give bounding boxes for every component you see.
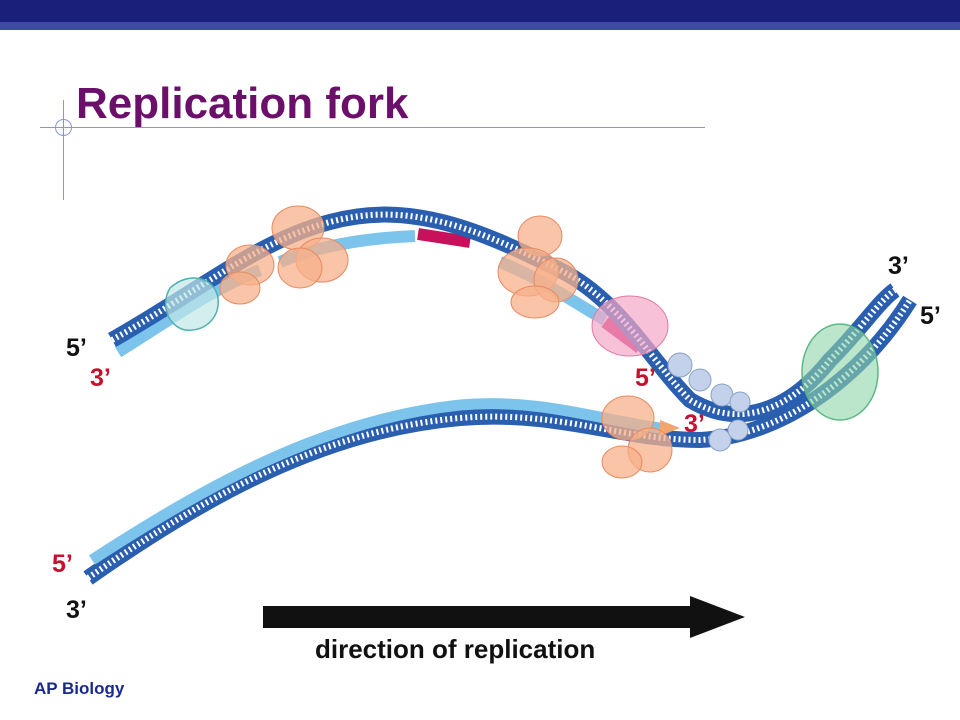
label-lagging-left: 3’: [90, 364, 111, 392]
dna-polymerase-leading: [601, 395, 673, 479]
label-leading-start: 5’: [52, 550, 73, 578]
dna-ligase: [164, 277, 219, 331]
label-parent-top-left: 5’: [66, 334, 87, 362]
helicase: [801, 323, 879, 421]
label-lagging-okazaki: 5’: [635, 364, 656, 392]
slide-title: Replication fork: [76, 79, 409, 128]
direction-caption: direction of replication: [315, 634, 596, 664]
single-strand-binding-proteins: [667, 352, 751, 452]
decor-vertical-line: [63, 100, 64, 200]
leading-parent-strand: [83, 295, 917, 585]
label-leading-tip: 3’: [684, 410, 705, 438]
direction-arrow: [263, 596, 745, 638]
dna-polymerase-upper-left: [271, 205, 349, 289]
decor-horizontal-line: [40, 127, 705, 128]
top-banner: [0, 0, 960, 22]
lagging-parent-strand: [108, 206, 900, 422]
label-right-bottom: 5’: [920, 302, 941, 330]
leading-strand-arrowhead: [660, 420, 680, 436]
primase: [591, 295, 669, 357]
footer-course-name: AP Biology: [34, 679, 125, 698]
top-banner-stripe: [0, 22, 960, 30]
leading-parent-rungs: [86, 298, 913, 581]
dna-polymerase-left-small: [219, 244, 275, 305]
rna-primer-middle: [417, 228, 471, 248]
crosshair-icon: [55, 119, 72, 136]
leading-daughter-strand: [89, 398, 661, 565]
label-right-top: 3’: [888, 252, 909, 280]
label-parent-bottom-left: 3’: [66, 596, 87, 624]
dna-polymerase-upper-right: [497, 215, 579, 319]
